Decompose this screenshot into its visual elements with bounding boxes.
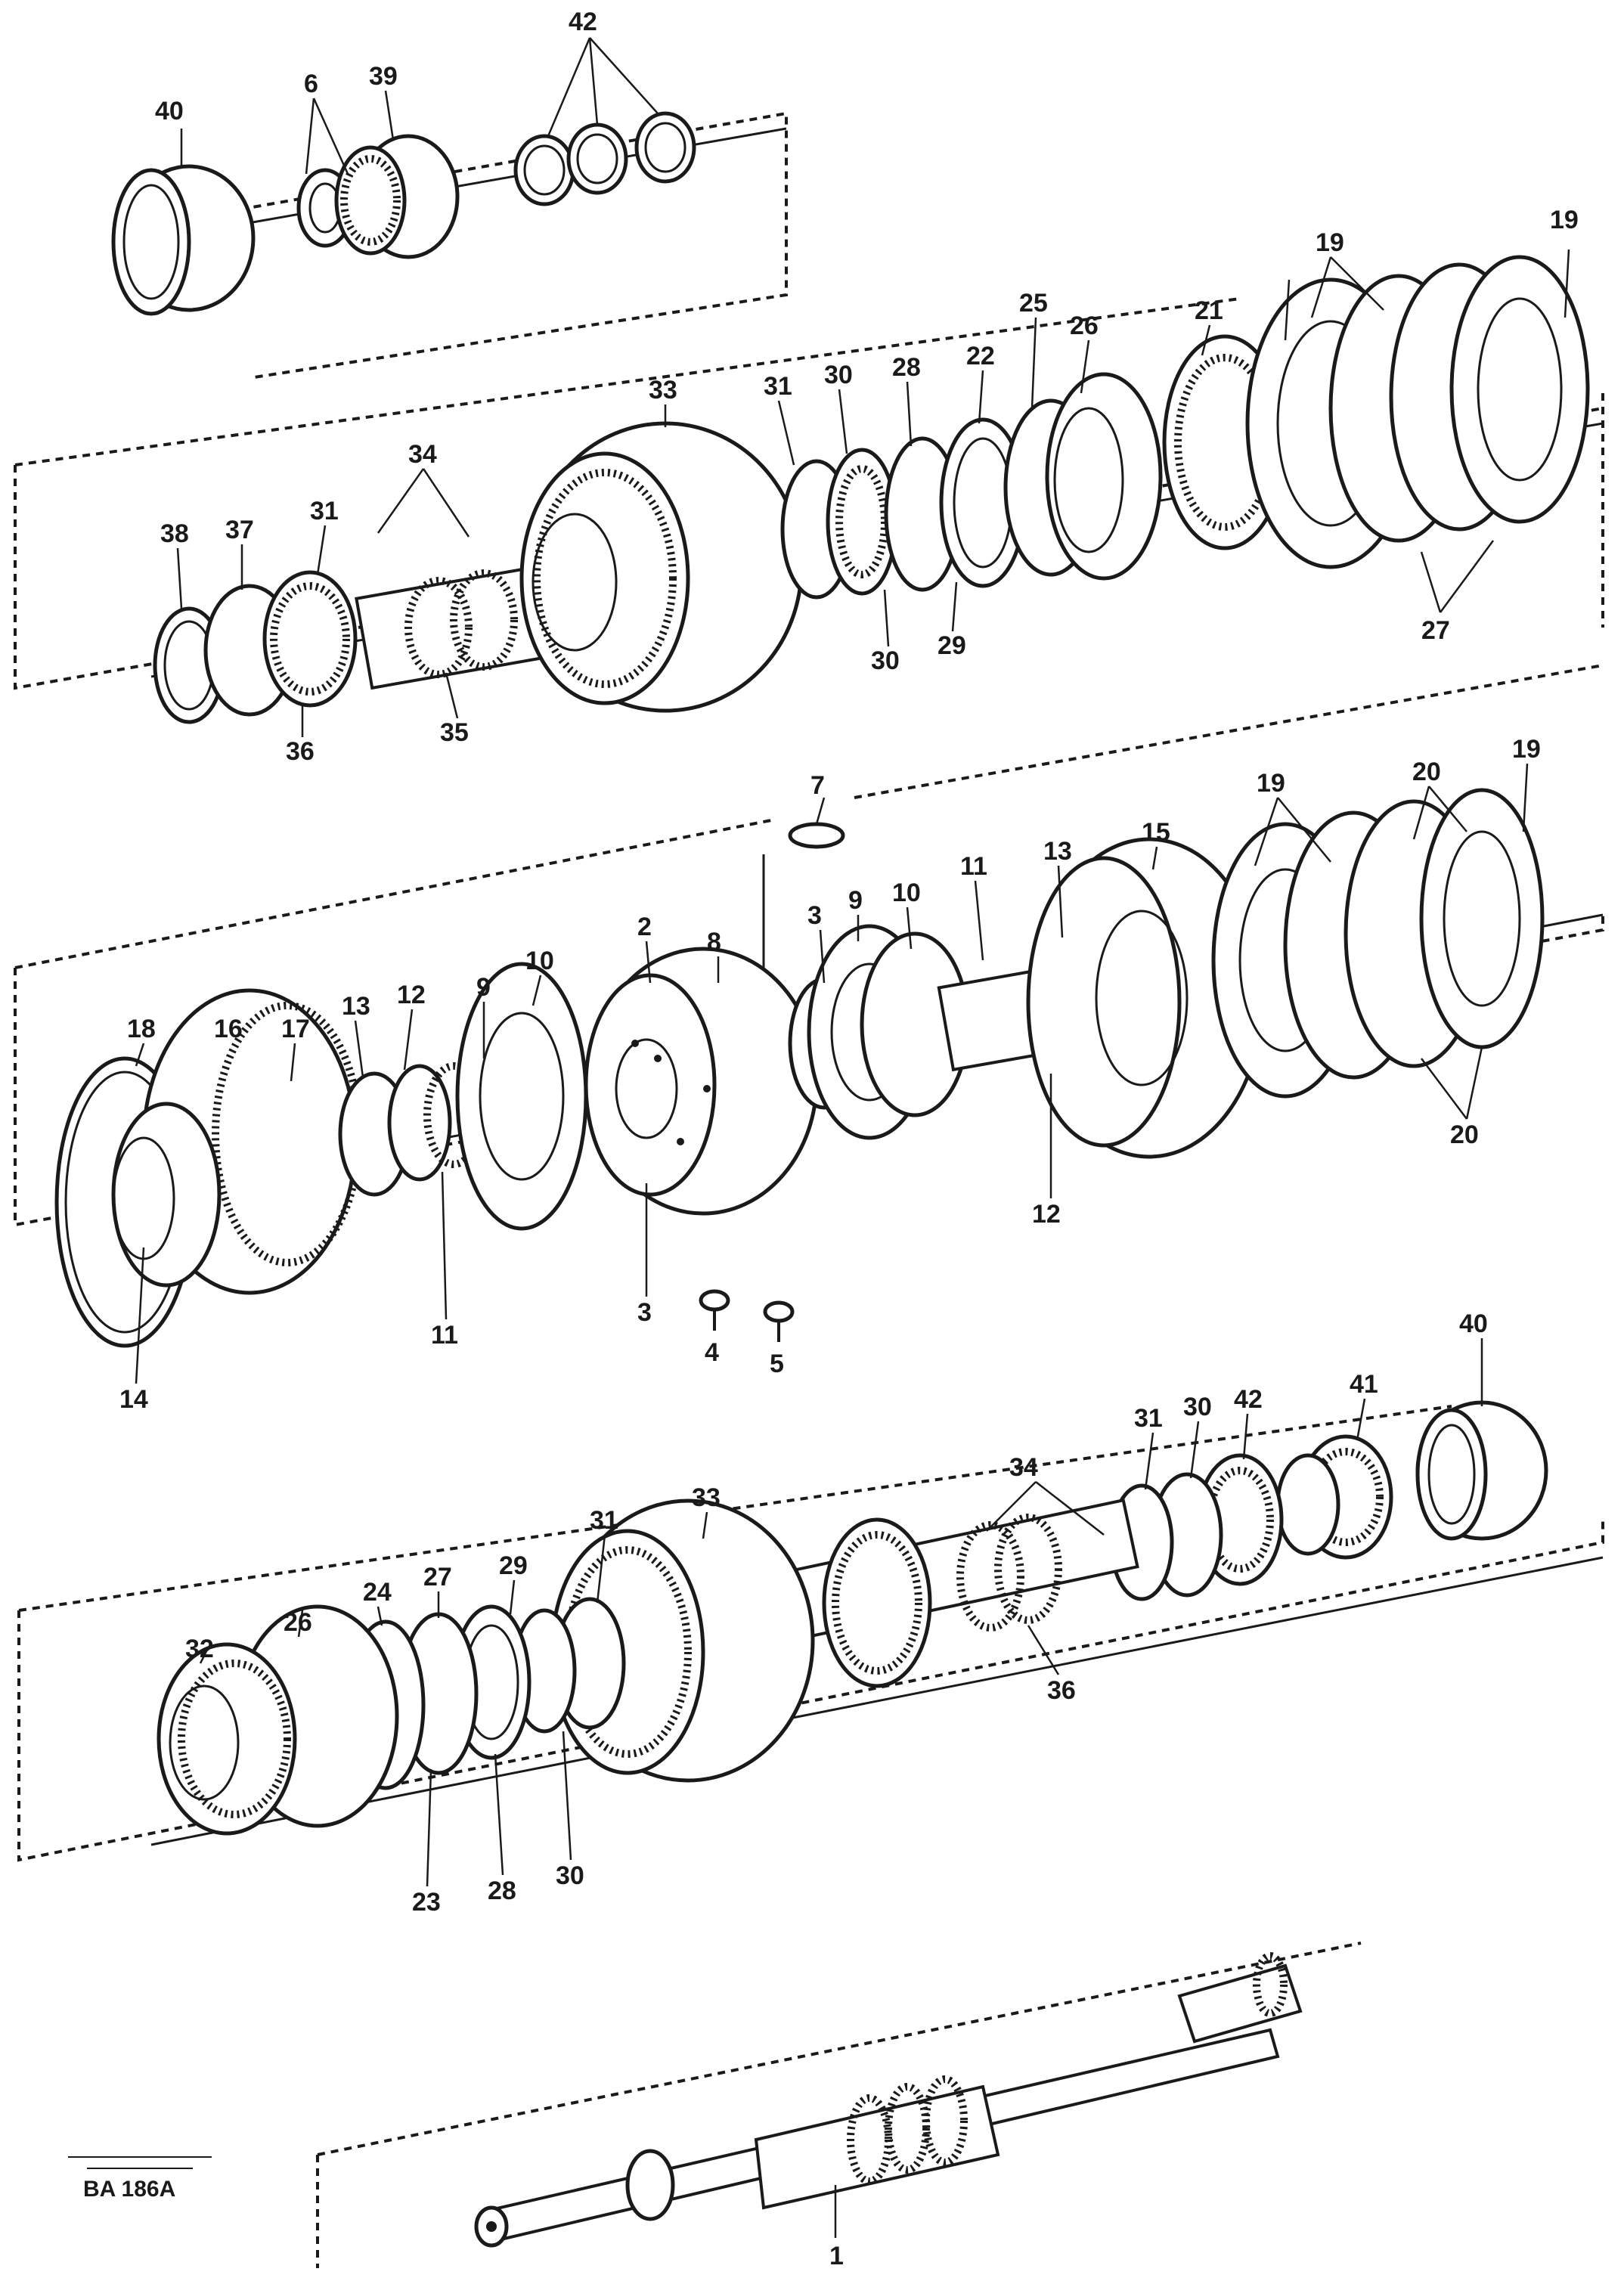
callout-28b: 28: [488, 1877, 516, 1905]
callout-6: 6: [304, 70, 318, 98]
callout-42: 42: [569, 8, 597, 36]
callout-3b: 3: [637, 1298, 652, 1327]
callout-12b: 12: [1032, 1200, 1061, 1229]
callout-23: 23: [412, 1888, 441, 1917]
callout-1: 1: [829, 2242, 844, 2270]
callout-13b: 13: [342, 992, 370, 1021]
group-1: 40 6 39 42: [111, 8, 788, 380]
callout-25: 25: [1019, 289, 1048, 318]
part-4-bolt: [699, 1289, 730, 1331]
callout-28: 28: [892, 353, 921, 382]
callout-22: 22: [966, 342, 995, 370]
callout-39: 39: [369, 62, 398, 91]
callout-29: 29: [938, 631, 966, 660]
group-4: 40 41 42 30 31 34 33 31 29 27 24 26 32 3…: [17, 1309, 1604, 1917]
drawing-code: BA 186A: [83, 2177, 175, 2202]
callout-9a: 9: [848, 886, 863, 915]
part-7-washer: [788, 822, 845, 849]
callout-9b: 9: [476, 973, 491, 1002]
callout-36b: 36: [1047, 1676, 1076, 1705]
callout-5: 5: [770, 1350, 784, 1378]
drawing-code-block: BA 186A: [68, 2156, 212, 2202]
part-10-plate: [455, 962, 588, 1231]
part-2-8-housing: [584, 947, 819, 1216]
callout-17: 17: [281, 1015, 310, 1043]
callout-36: 36: [286, 737, 315, 766]
part-3-9-10: [788, 924, 970, 1140]
callout-3a: 3: [807, 901, 822, 930]
callout-8: 8: [707, 928, 721, 956]
part-35-sleeve: [355, 565, 553, 690]
callout-30c: 30: [1183, 1393, 1212, 1421]
callout-31a: 31: [764, 372, 792, 401]
callout-27: 27: [1421, 616, 1450, 645]
part-42-rings: [513, 111, 696, 206]
callout-27b: 27: [423, 1563, 452, 1591]
part-31-30-29-28-27-stack: [346, 1597, 626, 1790]
part-19-20-discs: [1245, 255, 1590, 569]
callout-33: 33: [649, 376, 677, 404]
callout-30a: 30: [824, 361, 853, 389]
callout-7: 7: [810, 771, 825, 800]
callout-18: 18: [127, 1015, 156, 1043]
callout-10a: 10: [892, 879, 921, 907]
callout-2: 2: [637, 913, 652, 941]
part-5-bolt: [763, 1300, 795, 1342]
callout-12a: 12: [397, 981, 426, 1009]
part-26-32-hub: [157, 1604, 399, 1836]
callout-33b: 33: [692, 1483, 721, 1512]
callout-11a: 11: [960, 852, 987, 881]
callout-42b: 42: [1234, 1385, 1263, 1414]
callout-40b: 40: [1459, 1309, 1488, 1338]
callout-41: 41: [1350, 1370, 1378, 1399]
callout-19b: 19: [1316, 228, 1344, 257]
part-1-mainshaft: [474, 1952, 1303, 2248]
part-40-cup-b: [1415, 1400, 1548, 1541]
callout-37: 37: [225, 516, 254, 544]
group-3: 7 19 19 20 15 13 11 10 9 3 8 2 10 9 12 1…: [14, 664, 1604, 1414]
callout-14: 14: [119, 1385, 148, 1414]
part-39-bearing: [334, 134, 460, 259]
part-42-30-31: [1109, 1453, 1284, 1601]
callout-19d: 19: [1512, 735, 1541, 764]
callout-19a: 19: [1550, 206, 1579, 234]
callout-15: 15: [1142, 818, 1170, 847]
callout-20a: 20: [1412, 758, 1441, 786]
part-19-20-discs-b: [1211, 788, 1545, 1099]
part-41-bearing: [1275, 1434, 1393, 1560]
callout-13a: 13: [1043, 837, 1072, 866]
group-2: 19 19 21 25 26 22 28 30 31 33 34 31 37 3…: [14, 206, 1604, 766]
callout-31b: 31: [310, 497, 339, 525]
callout-34: 34: [408, 440, 437, 469]
part-31-30-28-22-stack: [780, 372, 1163, 600]
callout-35: 35: [440, 718, 469, 747]
part-40-cup: [111, 164, 256, 316]
part-15-drum: [1026, 837, 1265, 1159]
callout-24: 24: [363, 1578, 392, 1607]
callout-16: 16: [214, 1015, 243, 1043]
callout-30d: 30: [556, 1861, 584, 1890]
callout-29b: 29: [499, 1551, 528, 1580]
group-5: 1: [316, 1942, 1362, 2270]
callout-31d: 31: [590, 1506, 618, 1535]
callout-26: 26: [1070, 311, 1099, 340]
callout-11b: 11: [431, 1321, 458, 1350]
part-37-bearing: [203, 570, 358, 717]
callout-20b: 20: [1450, 1120, 1479, 1149]
callout-34b: 34: [1009, 1453, 1038, 1482]
callout-38: 38: [160, 519, 189, 548]
callout-30b: 30: [871, 646, 900, 675]
callout-40: 40: [155, 97, 184, 126]
callout-32: 32: [185, 1635, 214, 1663]
callout-26b: 26: [284, 1608, 312, 1637]
callout-10b: 10: [525, 947, 554, 975]
callout-4: 4: [705, 1338, 719, 1367]
callout-31c: 31: [1134, 1404, 1163, 1433]
part-36-shaft: [789, 1498, 1139, 1688]
part-33-drum: [519, 421, 804, 713]
callout-19c: 19: [1257, 769, 1285, 798]
callout-21: 21: [1195, 296, 1223, 325]
